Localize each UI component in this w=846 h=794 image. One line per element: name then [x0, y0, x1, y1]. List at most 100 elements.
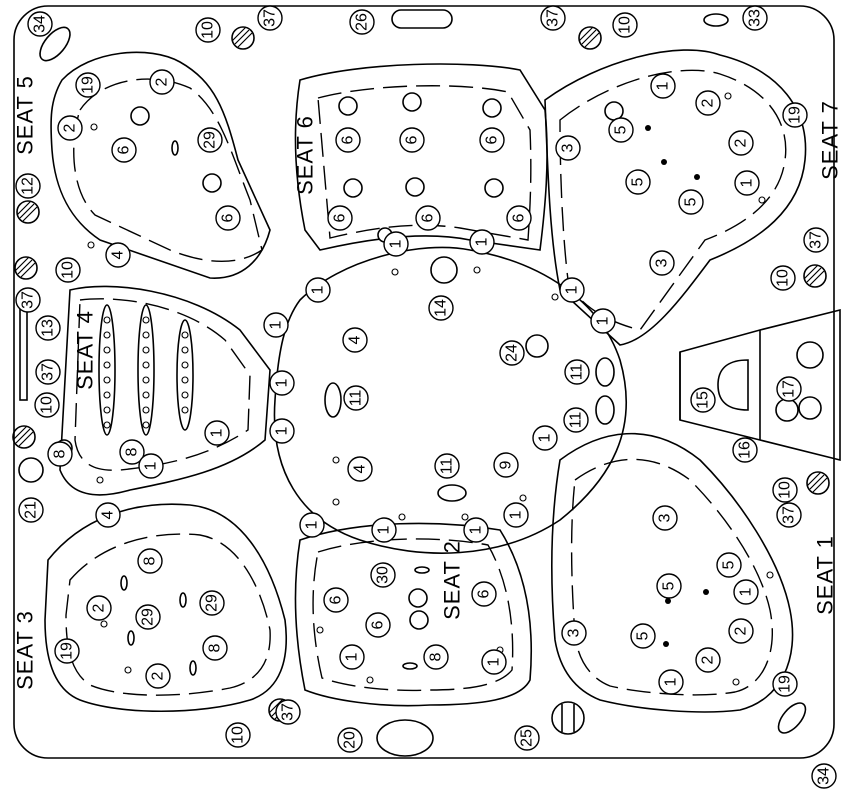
callout-5: 5	[625, 169, 651, 195]
callout-5: 5	[608, 117, 634, 143]
callout-circle	[612, 12, 638, 38]
callout-circle	[195, 17, 221, 43]
corner-oval-top-right	[703, 13, 729, 27]
callout-circle	[782, 102, 808, 128]
callout-1: 1	[733, 579, 759, 605]
callout-number: 19	[59, 642, 76, 660]
callout-1: 1	[650, 73, 676, 99]
callout-circle	[716, 552, 742, 578]
callout-circle	[199, 590, 225, 616]
callout-number: 3	[657, 513, 674, 522]
callout-37: 37	[776, 502, 802, 528]
lounge-slot-3	[176, 319, 194, 431]
callout-number: 37	[20, 291, 37, 309]
callout-5: 5	[678, 189, 704, 215]
callout-1: 1	[734, 170, 760, 196]
callout-number: 1	[143, 461, 160, 470]
callout-number: 37	[781, 506, 798, 524]
callout-number: 5	[721, 560, 738, 569]
seat-2-inner	[312, 538, 514, 692]
callout-1: 1	[339, 644, 365, 670]
callout-number: 16	[737, 441, 754, 459]
callout-number: 21	[23, 501, 40, 519]
callout-number: 1	[508, 510, 525, 519]
callout-number: 5	[683, 197, 700, 206]
callout-number: 11	[568, 412, 585, 429]
callout-circle	[559, 277, 585, 303]
callout-number: 25	[519, 729, 536, 747]
callout-number: 2	[733, 626, 750, 635]
callout-1: 1	[463, 517, 489, 543]
callout-circle	[503, 502, 529, 528]
callout-circle	[269, 370, 295, 396]
callout-19: 19	[54, 638, 80, 664]
callout-number: 6	[220, 213, 237, 222]
callout-number: 24	[504, 344, 521, 362]
callout-circle	[305, 277, 331, 303]
callout-11: 11	[564, 359, 590, 385]
cubby-divider	[679, 330, 761, 440]
callout-16: 16	[732, 437, 758, 463]
callout-1: 1	[559, 277, 585, 303]
callout-circle	[776, 502, 802, 528]
callout-37: 37	[803, 227, 829, 253]
callout-number: 1	[738, 587, 755, 596]
callout-number: 29	[140, 608, 157, 626]
drain-grate	[551, 701, 585, 735]
callout-6: 6	[479, 127, 505, 153]
callout-circle	[111, 137, 137, 163]
callout-9: 9	[493, 452, 519, 478]
callout-number: 37	[280, 703, 297, 721]
callout-number: 10	[200, 21, 217, 39]
callout-number: 19	[787, 106, 804, 124]
callout-number: 6	[328, 595, 345, 604]
callout-37: 37	[540, 5, 566, 31]
lounge-slot-2	[137, 304, 155, 436]
callout-circle	[339, 644, 365, 670]
callout-25: 25	[514, 725, 540, 751]
callout-2: 2	[86, 595, 112, 621]
callout-circle	[269, 418, 295, 444]
callout-11: 11	[343, 385, 369, 411]
callout-circle	[145, 663, 171, 689]
callout-number: 1	[486, 657, 503, 666]
callout-circle	[138, 453, 164, 479]
seat-2-label: SEAT 2	[440, 540, 465, 620]
callout-circle	[656, 573, 682, 599]
callout-circle	[337, 727, 363, 753]
callout-11: 11	[563, 407, 589, 433]
callout-circle	[215, 205, 241, 231]
callout-circle	[772, 477, 798, 503]
callout-number: 10	[39, 396, 56, 414]
callout-2: 2	[57, 115, 83, 141]
callout-number: 10	[775, 269, 792, 287]
callout-number: 6	[370, 620, 387, 629]
callout-circle	[399, 127, 425, 153]
callout-1: 1	[469, 229, 495, 255]
callout-circle	[481, 649, 507, 675]
callout-37: 37	[257, 5, 283, 31]
callout-circle	[263, 312, 289, 338]
callout-number: 37	[808, 231, 825, 249]
callout-number: 10	[617, 16, 634, 34]
callout-24: 24	[499, 340, 525, 366]
callout-circle	[695, 90, 721, 116]
callout-number: 12	[20, 177, 37, 195]
callout-circle	[532, 425, 558, 451]
callout-33: 33	[742, 5, 768, 31]
callout-circle	[327, 205, 353, 231]
callout-number: 37	[545, 9, 562, 27]
callout-circle	[34, 392, 60, 418]
lounge-slot-dots	[103, 316, 189, 429]
callout-circle	[149, 69, 175, 95]
callout-1: 1	[138, 453, 164, 479]
seat-2-outline	[294, 522, 533, 707]
callout-19: 19	[75, 72, 101, 98]
callout-number: 1	[344, 652, 361, 661]
callout-circle	[540, 5, 566, 31]
callout-circle	[299, 512, 325, 538]
callout-circle	[335, 127, 361, 153]
callout-4: 4	[105, 242, 131, 268]
